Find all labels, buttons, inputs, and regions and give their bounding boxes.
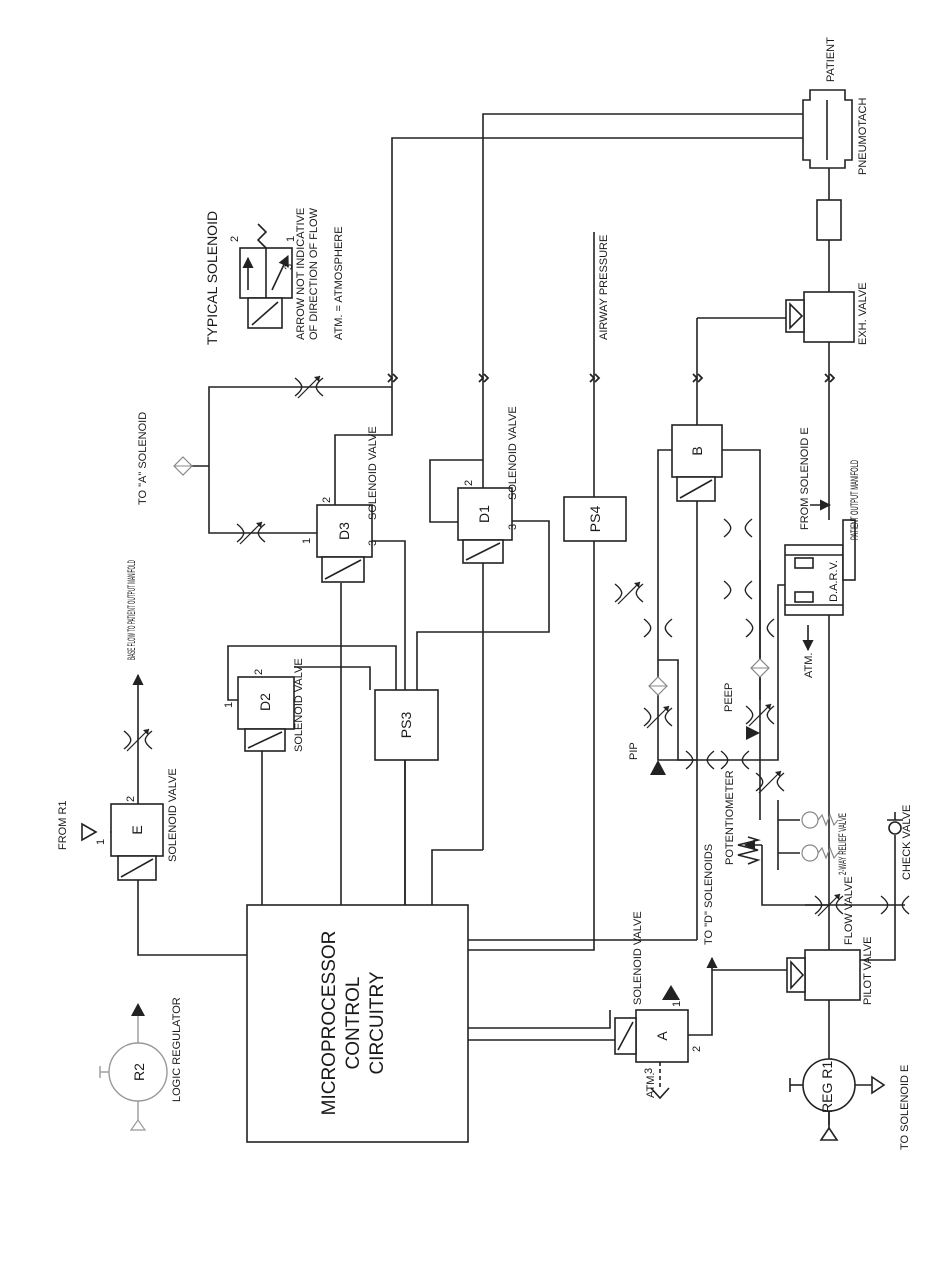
- patient-label: PATIENT: [825, 37, 837, 82]
- airway-pressure-label: AIRWAY PRESSURE: [598, 235, 610, 340]
- reg-r1-id: REG R1.: [819, 1057, 835, 1113]
- microprocessor-control-circuitry: MICROPROCESSOR CONTROL CIRCUITRY: [246, 904, 469, 1143]
- pneumotach: [802, 89, 853, 241]
- d2-id: D2: [257, 693, 273, 711]
- exhalation-valve: EXH. VALVE: [785, 282, 869, 345]
- b-id: B: [689, 446, 705, 455]
- d2-port2: 2: [253, 669, 265, 675]
- d1-port3: 3: [507, 524, 519, 530]
- solenoid-valve-d1: D1 2 3 SOLENOID VALVE: [457, 406, 519, 564]
- d3-port2: 2: [321, 497, 333, 503]
- a-port1: 1: [671, 1001, 683, 1007]
- d1-port2: 2: [463, 480, 475, 486]
- pip-label: PIP: [628, 742, 640, 760]
- regulator-r1: REG R1.: [789, 1057, 886, 1141]
- legend-port1: 1: [285, 236, 297, 242]
- solenoid-valve-d2: D2 1 2 SOLENOID VALVE: [223, 658, 305, 752]
- solenoid-valve-d3: D3 1 2 3 SOLENOID VALVE: [301, 426, 379, 583]
- exh-valve-label: EXH. VALVE: [857, 282, 869, 345]
- d2-label: SOLENOID VALVE: [293, 658, 305, 752]
- r2-label: LOGIC REGULATOR: [171, 997, 183, 1102]
- relief-valve-label: 2-WAY RELIEF VALVE: [837, 813, 849, 875]
- from-solenoid-e-label: FROM SOLENOID E: [799, 427, 811, 530]
- flow-valve-label: FLOW VALVE: [843, 876, 855, 945]
- pressure-switch-ps3: PS3: [374, 689, 439, 761]
- darv-id: D.A.R.V.: [828, 560, 840, 602]
- d3-label: SOLENOID VALVE: [367, 426, 379, 520]
- valve-b: B: [671, 424, 723, 502]
- typical-solenoid-legend: TYPICAL SOLENOID 2 1 3 ARROW NOT INDICAT…: [204, 207, 345, 345]
- e-port1: 1: [95, 839, 107, 845]
- legend-title: TYPICAL SOLENOID: [204, 211, 220, 345]
- legend-port3: 3: [283, 264, 295, 270]
- to-solenoid-e-label: TO SOLENOID E: [899, 1065, 911, 1150]
- logic-regulator-r2: R2 LOGIC REGULATOR: [99, 997, 183, 1131]
- legend-port2: 2: [229, 236, 241, 242]
- d1-label: SOLENOID VALVE: [507, 406, 519, 500]
- labels: FROM R1 BASE FLOW TO PATIENT OUTPUT MANI…: [57, 37, 913, 1150]
- solenoid-valve-a: A 1 2 3 SOLENOID VALVE: [614, 911, 703, 1100]
- e-port2: 2: [125, 796, 137, 802]
- base-flow-label: BASE FLOW TO PATIENT OUTPUT MANIFOLD: [126, 560, 138, 660]
- a-id: A: [654, 1031, 670, 1041]
- d3-port1: 1: [301, 538, 313, 544]
- a-port2: 2: [691, 1046, 703, 1052]
- to-a-solenoid-label: TO "A" SOLENOID: [137, 412, 149, 505]
- d1-id: D1: [476, 505, 492, 523]
- peep-label: PEEP: [723, 683, 735, 712]
- solenoid-valve-e: E 1 2 SOLENOID VALVE: [95, 768, 179, 881]
- potentiometer: [737, 836, 762, 865]
- d3-id: D3: [336, 522, 352, 540]
- d2-port1: 1: [223, 702, 235, 708]
- from-r1-label: FROM R1: [57, 801, 69, 851]
- ps3-id: PS3: [398, 712, 414, 739]
- flow-lines: [110, 113, 905, 1125]
- potentiometer-label: POTENTIOMETER: [724, 770, 736, 865]
- check-valve-label: CHECK VALVE: [901, 805, 913, 880]
- legend-note1: ARROW NOT INDICATIVE: [295, 208, 307, 340]
- pressure-switch-ps4: PS4: [563, 496, 627, 542]
- from-r1-inlet: [81, 822, 98, 842]
- atm-a-label: ATM.: [645, 1073, 657, 1098]
- peep-arrowhead: [746, 726, 760, 740]
- relief-valve: [801, 811, 839, 862]
- a-label: SOLENOID VALVE: [632, 911, 644, 1005]
- patient-output-manifold-label: PATIENT OUTPUT MANIFOLD: [849, 460, 861, 540]
- quick-connects: [387, 373, 835, 383]
- e-id: E: [129, 825, 145, 834]
- pneumotach-label: PNEUMOTACH: [857, 98, 869, 175]
- pilot-valve: PILOT VALVE: [786, 937, 874, 1005]
- r2-id: R2: [131, 1063, 147, 1081]
- legend-atm-note: ATM. = ATMOSPHERE: [333, 226, 345, 340]
- e-label: SOLENOID VALVE: [167, 768, 179, 862]
- to-d-solenoids-label: TO "D" SOLENOIDS: [703, 844, 715, 945]
- atm-darv-label: ATM.: [803, 653, 815, 678]
- ps4-id: PS4: [587, 506, 603, 533]
- a-port3: 3: [643, 1068, 655, 1074]
- check-valve: [887, 812, 903, 835]
- microprocessor-line1: MICROPROCESSOR: [319, 931, 340, 1116]
- darv: D.A.R.V.: [784, 519, 856, 616]
- d3-port3: 3: [367, 540, 379, 546]
- microprocessor-line3: CIRCUITRY: [367, 971, 388, 1074]
- pilot-valve-label: PILOT VALVE: [862, 937, 874, 1005]
- pip-arrowhead: [650, 760, 666, 775]
- legend-note2: OF DIRECTION OF FLOW: [308, 207, 320, 340]
- microprocessor-line2: CONTROL: [343, 977, 364, 1070]
